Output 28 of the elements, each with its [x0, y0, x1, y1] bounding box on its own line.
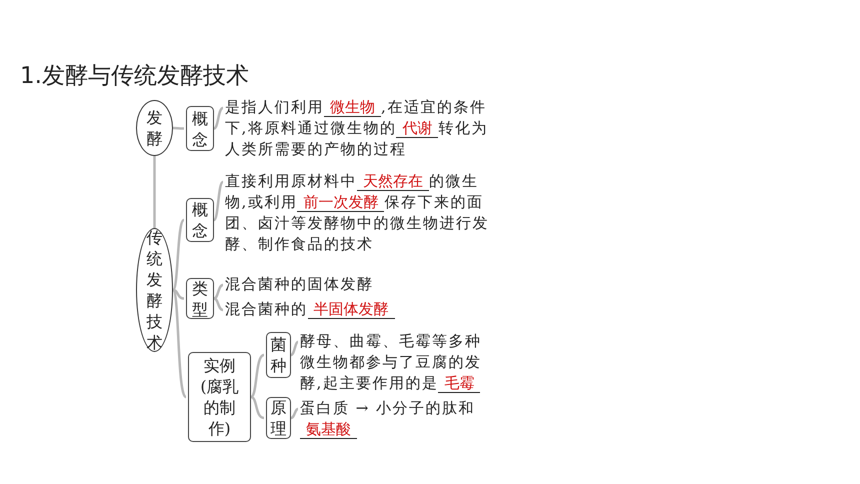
type-text: 混合菌种的固体发酵	[225, 274, 497, 295]
topic-ellipse: 传统发酵技术	[136, 228, 173, 352]
category-box: 概念	[186, 198, 214, 242]
connector-line	[172, 289, 187, 398]
category-box: 类型	[186, 278, 214, 319]
definition-text: 是指人们利用微生物,在适宜的条件下,将原料通过微生物的代谢转化为人类所需要的产物的过程	[225, 97, 497, 160]
principle-text: 蛋白质 → 小分子的肽和氨基酸	[300, 398, 490, 440]
connector-line	[214, 297, 224, 312]
description-text: 酵母、曲霉、毛霉等多种微生物都参与了豆腐的发酵,起主要作用的是毛霉	[300, 331, 490, 394]
category-box: 菌种	[266, 332, 291, 378]
example-box: 实例(腐乳的制作)	[188, 352, 251, 442]
category-box: 概念	[186, 106, 214, 151]
connector-line	[250, 396, 264, 420]
connector-line	[250, 354, 264, 398]
connector-line	[290, 408, 299, 420]
connector-line	[172, 219, 185, 291]
definition-text: 直接利用原材料中天然存在的微生物,或利用前一次发酵保存下来的面团、卤汁等发酵物中的微生物进行发酵、制作食品的技术	[225, 171, 497, 255]
connector-line	[172, 288, 184, 300]
connector-line	[214, 284, 224, 300]
type-text: 混合菌种的半固体发酵	[225, 299, 497, 320]
heading: 1.发酵与传统发酵技术	[20, 62, 249, 91]
connector-line	[153, 156, 156, 228]
category-box: 原理	[266, 397, 291, 439]
connector-line	[213, 180, 224, 221]
topic-ellipse: 发酵	[136, 100, 173, 156]
connector-line	[290, 340, 299, 356]
connector-line	[172, 126, 184, 130]
connector-line	[213, 106, 224, 130]
